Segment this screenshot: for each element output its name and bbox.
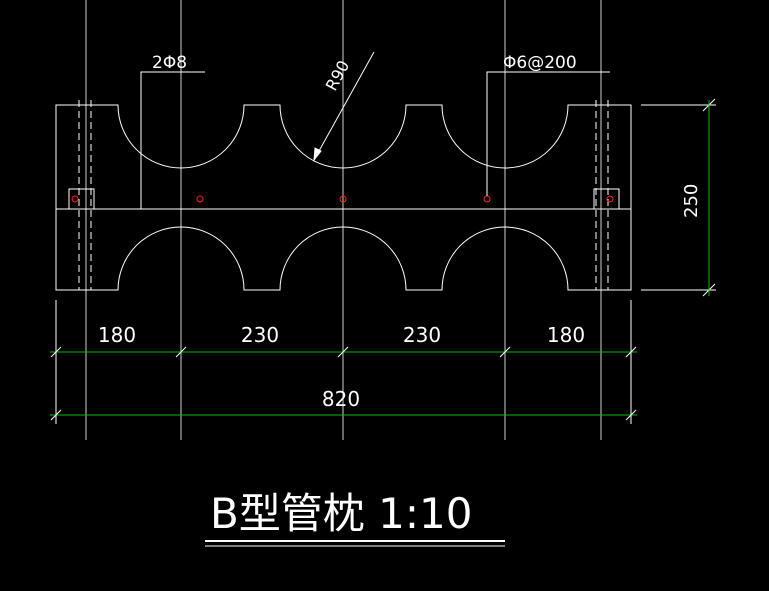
radius-arrow — [313, 147, 322, 162]
height-dimension: 250 — [641, 98, 716, 297]
tick — [625, 346, 637, 358]
leader-phi6 — [486, 71, 610, 196]
right-lifting-block — [593, 188, 620, 210]
leaders — [140, 51, 610, 209]
leader-radius — [313, 51, 375, 161]
leader-2phi8 — [140, 71, 205, 209]
tick — [625, 409, 637, 421]
label-dim-segment-2: 230 — [241, 323, 279, 347]
saddle-outline — [55, 104, 632, 291]
label-dim-total: 820 — [322, 387, 360, 411]
horizontal-dimensions: 180 230 230 180 820 — [50, 300, 637, 424]
label-2phi8: 2Φ8 — [152, 53, 187, 73]
rebar-dot — [71, 195, 79, 203]
tick — [50, 409, 62, 421]
label-dim-segment-4: 180 — [547, 323, 585, 347]
tick — [337, 346, 349, 358]
centerlines — [85, 0, 602, 440]
tick — [50, 346, 62, 358]
label-height: 250 — [681, 184, 702, 218]
saddle-lower-half — [55, 209, 632, 291]
tick — [499, 346, 511, 358]
left-lifting-block — [68, 188, 95, 210]
tick — [175, 346, 187, 358]
rebar-dot — [606, 195, 614, 203]
rebar-dot — [339, 195, 347, 203]
label-phi6-at-200: Φ6@200 — [503, 53, 577, 73]
hidden-lines — [78, 100, 609, 290]
label-radius: R90 — [322, 57, 354, 94]
label-dim-segment-3: 230 — [403, 323, 441, 347]
drawing-title: B型管枕 1:10 — [210, 489, 472, 538]
label-dim-segment-1: 180 — [98, 323, 136, 347]
saddle-upper-half — [55, 104, 632, 209]
rebar-dot — [483, 195, 491, 203]
rebar-dot — [196, 195, 204, 203]
title-underline — [205, 540, 505, 547]
